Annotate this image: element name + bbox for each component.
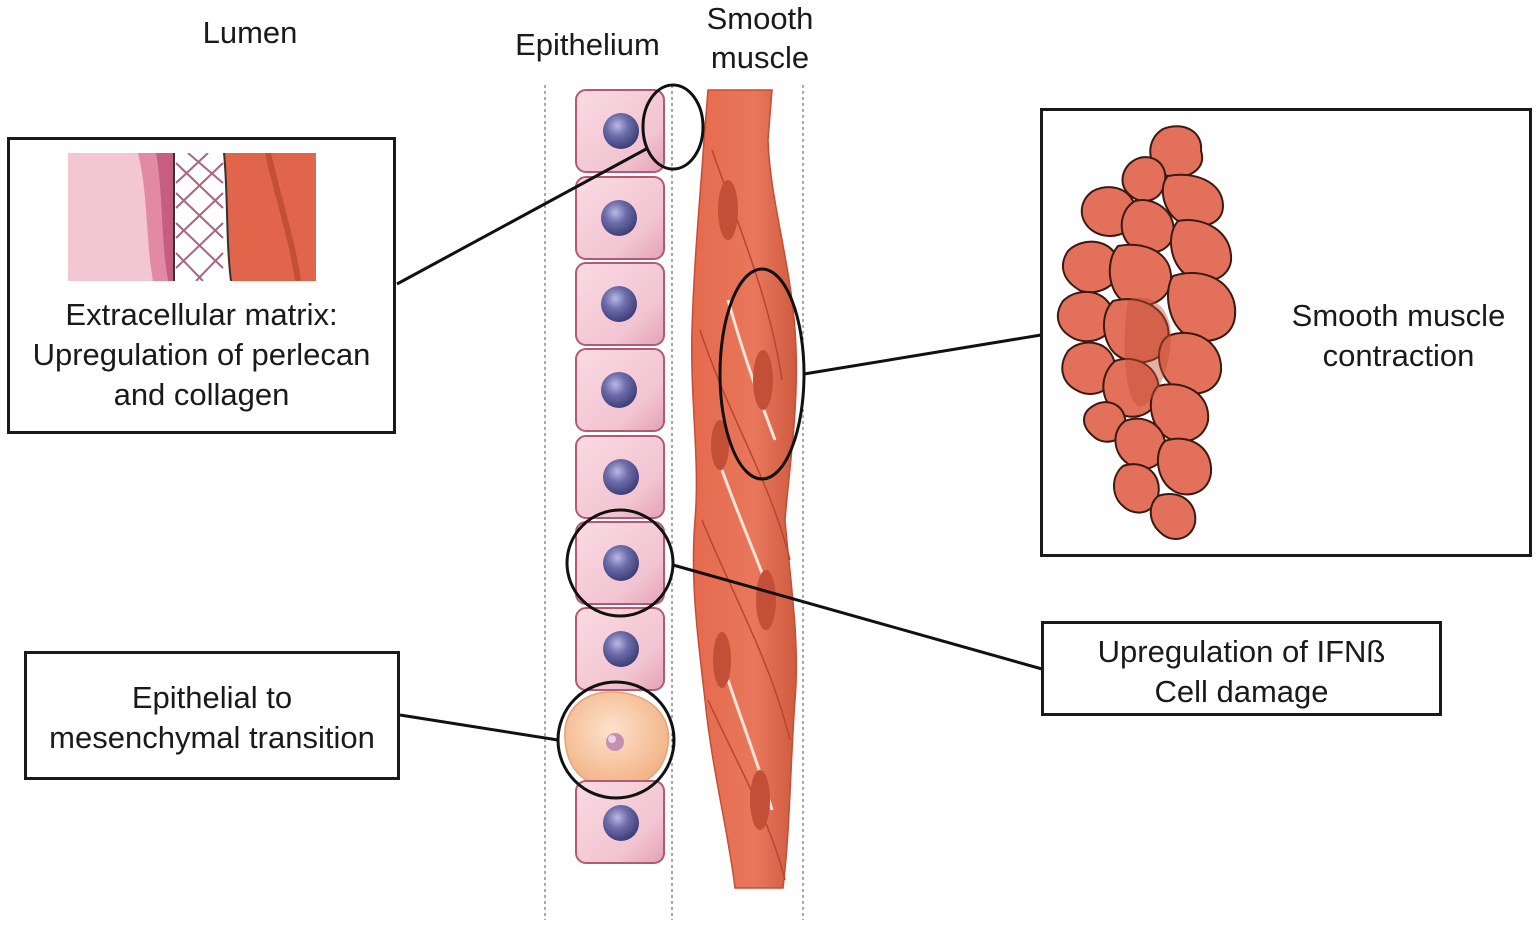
ifn-connector xyxy=(672,563,1043,671)
mesenchymal-cell xyxy=(564,691,670,789)
ecm-callout-text: Extracellular matrix: Upregulation of pe… xyxy=(10,295,393,415)
epithelial-cell xyxy=(575,176,665,260)
contracted-muscle-illustration xyxy=(1056,125,1237,540)
ecm-callout: Extracellular matrix: Upregulation of pe… xyxy=(7,137,396,434)
damaged-cell-highlight-circle xyxy=(565,508,675,618)
smc-callout-text: Smooth muscle contraction xyxy=(1268,296,1529,376)
smooth-muscle-band xyxy=(690,89,798,889)
ifn-callout: Upregulation of IFNß Cell damage xyxy=(1041,621,1442,716)
ecm-illustration xyxy=(68,153,316,281)
epithelial-cells xyxy=(564,89,670,864)
ifn-text-line: Cell damage xyxy=(1154,674,1329,709)
ifn-callout-text: Upregulation of IFNß Cell damage xyxy=(1044,632,1439,712)
smooth-muscle-header-line1: Smooth xyxy=(706,1,814,36)
ecm-text-line: Upregulation of perlecan xyxy=(32,337,371,372)
smooth-muscle-header: Smooth muscle xyxy=(680,0,840,78)
epithelial-cell xyxy=(575,89,665,173)
epithelial-cell xyxy=(575,348,665,432)
emt-connector xyxy=(399,713,559,742)
epithelial-cell xyxy=(575,607,665,691)
smooth-muscle-header-line2: muscle xyxy=(710,39,810,75)
ecm-connector xyxy=(396,146,649,286)
emt-callout-text: Epithelial to mesenchymal transition xyxy=(27,678,397,758)
epithelial-cell-damaged xyxy=(575,521,665,605)
smc-text-line: Smooth muscle xyxy=(1291,298,1506,333)
epithelial-cell xyxy=(575,780,665,864)
ecm-highlight-circle xyxy=(641,83,705,171)
lumen-header: Lumen xyxy=(202,15,298,50)
ifn-text-line: Upregulation of IFNß xyxy=(1097,634,1386,669)
emt-text-line: mesenchymal transition xyxy=(49,720,375,755)
ecm-text-line: and collagen xyxy=(113,377,290,412)
emt-callout: Epithelial to mesenchymal transition xyxy=(24,651,400,780)
smc-connector xyxy=(803,333,1042,376)
epithelium-header: Epithelium xyxy=(515,27,660,62)
ecm-text-line: Extracellular matrix: xyxy=(65,297,338,332)
smc-callout: Smooth muscle contraction xyxy=(1040,108,1532,557)
epithelial-cell xyxy=(575,435,665,519)
emt-text-line: Epithelial to xyxy=(131,680,293,715)
smc-text-line: contraction xyxy=(1322,338,1475,373)
epithelial-cell xyxy=(575,262,665,346)
